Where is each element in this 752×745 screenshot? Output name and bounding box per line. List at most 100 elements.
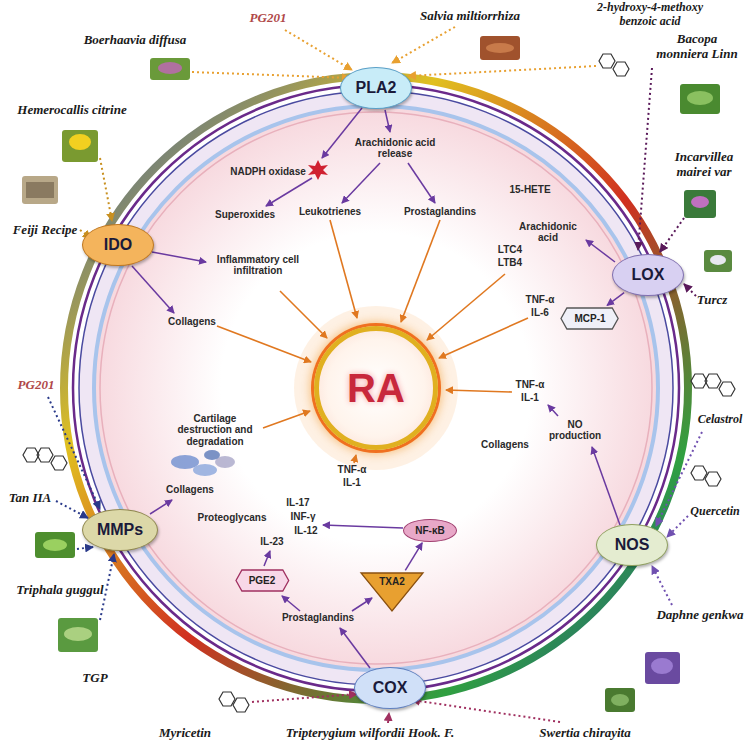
- plant-name: Boerhaavia diffusa: [84, 33, 187, 48]
- plant-name: Incarvillea mairei var: [659, 150, 749, 180]
- pathway-arrow: [592, 447, 620, 525]
- ring-frame: [100, 112, 652, 664]
- plant-photo: [22, 36, 732, 712]
- pathway-arrow: [586, 240, 615, 262]
- pathway-label: Cartilage destruction and degradation: [170, 413, 260, 448]
- dotted-arrow: [684, 284, 696, 296]
- enzyme-ellipse: LOX: [612, 254, 684, 296]
- mediator-hexagon: PGE2: [235, 569, 290, 592]
- compound-name: Tan IIA: [9, 491, 52, 506]
- pathway-arrow: [152, 252, 206, 262]
- enzyme-ellipse: MMPs: [82, 509, 158, 551]
- plant-photo: [611, 694, 629, 706]
- chemical-structure: [51, 456, 67, 470]
- ring-frame: [64, 76, 688, 700]
- dotted-arrow: [56, 501, 88, 518]
- node-label: COX: [373, 679, 408, 697]
- node-label: TXA2: [379, 576, 405, 587]
- pathway-arrow: [132, 266, 174, 313]
- node-outline: [236, 570, 289, 591]
- plant-photo: [26, 182, 54, 198]
- plant-name: Hemerocallis citrine: [17, 103, 126, 118]
- plant-photo: [684, 190, 716, 218]
- mediator-ellipse: NF-κB: [403, 519, 456, 542]
- plant-photo: [58, 618, 98, 652]
- pathway-label: Collagens: [166, 484, 214, 496]
- dotted-arrow: [667, 516, 688, 537]
- plant-photo: [64, 627, 92, 641]
- chemical-structure: [23, 54, 735, 712]
- pathway-label: Arachidonic acid release: [350, 137, 440, 160]
- node-label: MMPs: [97, 521, 143, 539]
- plant-photo: [35, 532, 75, 558]
- plant-photo: [22, 176, 58, 204]
- node-label: RA: [347, 366, 405, 411]
- node-label: PGE2: [249, 575, 276, 586]
- dotted-arrow: [77, 547, 93, 549]
- chemical-structure: [233, 698, 249, 712]
- plant-name: Swertia chirayita: [539, 726, 630, 741]
- effect-arrow: [280, 291, 327, 338]
- chemical-structure: [719, 382, 735, 396]
- pathway-label: IL-23: [260, 536, 283, 548]
- plant-name: Triphala guggul: [16, 583, 103, 598]
- node-label: NF-κB: [415, 525, 444, 536]
- dotted-arrow: [412, 700, 560, 722]
- dotted-arrow: [48, 397, 100, 509]
- node-label: NOS: [615, 536, 650, 554]
- pathway-label: Arachidonic acid: [513, 221, 583, 244]
- pathway-label: INF-γ: [291, 511, 316, 523]
- pathway-label: IL-1: [521, 392, 539, 404]
- effect-arrow: [263, 411, 310, 428]
- pathway-label: IL-1: [343, 477, 361, 489]
- pathway-arrow: [266, 178, 312, 206]
- dotted-arrow: [408, 66, 596, 76]
- chemical-structure: [37, 448, 53, 462]
- nadph-star: [308, 160, 328, 180]
- dotted-arrow: [392, 27, 455, 63]
- nadph-star: [308, 160, 328, 180]
- node-outline: [561, 308, 618, 329]
- plant-photo: [486, 43, 514, 53]
- enzyme-ellipse: PLA2: [340, 67, 412, 109]
- pathway-arrow: [340, 628, 370, 668]
- pathway-label: LTC4: [498, 244, 522, 256]
- pathway-arrow: [150, 500, 172, 514]
- plant-photo: [69, 134, 91, 150]
- pathway-label: TNF-α: [516, 379, 545, 391]
- plant-photo: [691, 196, 709, 208]
- ring-frame: [79, 91, 673, 685]
- chemical-structure: [691, 466, 707, 480]
- pathway-label: IL-17: [286, 497, 309, 509]
- effect-arrow: [354, 455, 356, 463]
- plant-name: Tripterygium wilfordii Hook. F.: [286, 726, 455, 741]
- mediator-triangle: TXA2: [360, 572, 424, 612]
- effect-arrow: [446, 390, 512, 392]
- ring-frame: [64, 76, 688, 700]
- effect-arrow: [439, 318, 528, 358]
- effect-arrow: [217, 326, 311, 362]
- pathway-arrow: [352, 598, 372, 611]
- plant-name: PG201: [18, 378, 55, 393]
- effect-arrow: [401, 220, 440, 322]
- plant-photo: [150, 58, 190, 80]
- pathway-arrow: [323, 525, 403, 528]
- plant-name: Feiji Recipe: [13, 223, 78, 238]
- pathway-label: Prostaglandins: [282, 612, 354, 624]
- pathway-arrow: [548, 405, 558, 416]
- pathway-label: TNF-α: [526, 294, 555, 306]
- ring-frame: [94, 106, 658, 670]
- pathway-label: LTB4: [498, 257, 522, 269]
- pathway-label: 15-HETE: [509, 184, 550, 196]
- plant-photo: [710, 255, 726, 265]
- plant-name: Turcz: [697, 293, 728, 308]
- compound-name: Celastrol: [698, 413, 743, 427]
- effect-arrow: [427, 274, 505, 340]
- plant-name: Bacopa monniera Linn: [650, 32, 745, 62]
- dotted-arrow: [638, 68, 652, 250]
- plant-photo: [62, 130, 98, 162]
- pathway-arrow: [385, 110, 390, 132]
- effect-arrow: [330, 220, 357, 318]
- plant-photo: [158, 62, 182, 74]
- pathway-label: Proteoglycans: [198, 512, 267, 524]
